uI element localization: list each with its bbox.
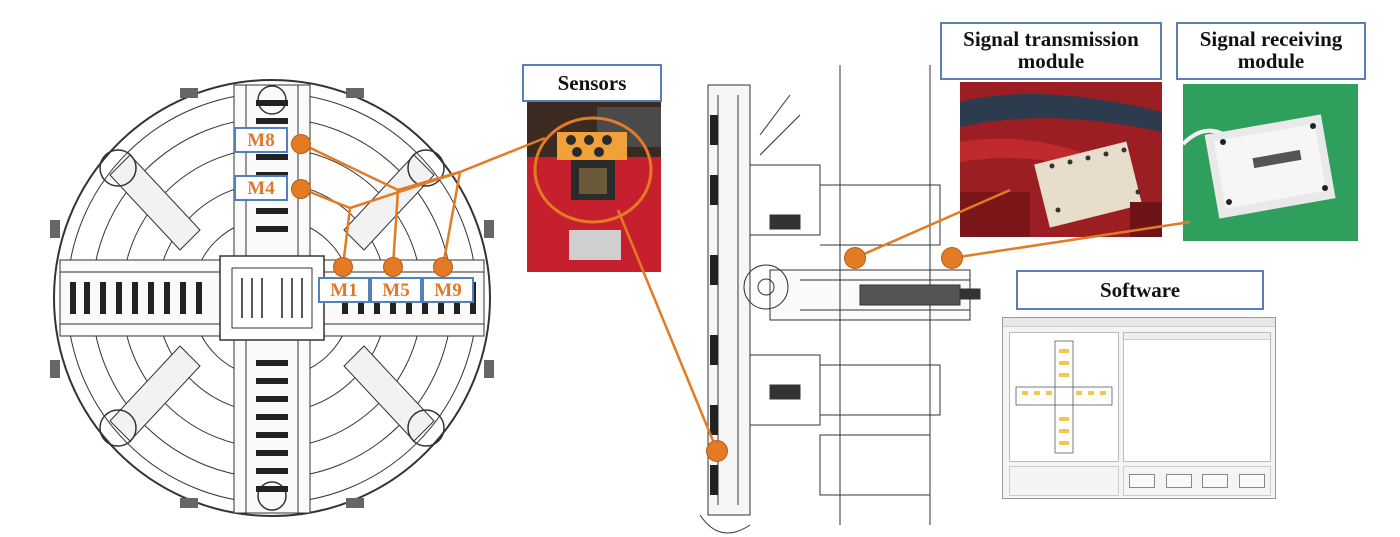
drawing-dot-receiving <box>942 248 962 268</box>
drawing-dot-transmission <box>845 248 865 268</box>
signal-receiving-label: Signal receiving module <box>1176 22 1366 80</box>
software-button-2[interactable] <box>1165 474 1192 488</box>
software-window <box>1002 317 1276 499</box>
sensor-tag-m8: M8 <box>234 127 288 153</box>
signal-receiving-label-line1: Signal receiving <box>1199 27 1343 51</box>
software-label-text: Software <box>1099 278 1181 302</box>
sensor-tag-m4: M4 <box>234 175 288 201</box>
software-button-4[interactable] <box>1238 474 1265 488</box>
sensors-label: Sensors <box>522 64 662 102</box>
software-diagram-panel <box>1009 332 1119 462</box>
signal-transmission-label-line1: Signal transmission <box>963 27 1139 51</box>
cross-section-drawing <box>699 65 981 534</box>
software-bottom-left-panel <box>1009 466 1119 496</box>
signal-transmission-label-line2: module <box>1017 49 1085 74</box>
sensors-label-text: Sensors <box>557 71 627 95</box>
sensor-tag-m1: M1 <box>318 277 370 303</box>
software-button-1[interactable] <box>1129 474 1156 488</box>
drawing-dot-bottom <box>707 441 727 461</box>
sensor-tag-m9: M9 <box>422 277 474 303</box>
sensor-dot-m5 <box>384 258 402 276</box>
sensor-dot-m1 <box>334 258 352 276</box>
sensor-tag-m5: M5 <box>370 277 422 303</box>
sensor-dot-m9 <box>434 258 452 276</box>
software-titlebar <box>1003 318 1275 327</box>
signal-receiving-photo <box>1183 84 1358 241</box>
sensor-dot-m4 <box>292 180 310 198</box>
software-button-3[interactable] <box>1202 474 1229 488</box>
sensor-dot-m8 <box>292 135 310 153</box>
signal-transmission-label: Signal transmission module <box>940 22 1162 80</box>
signal-transmission-photo <box>960 82 1162 237</box>
software-button-row <box>1123 466 1271 496</box>
software-label: Software <box>1016 270 1264 310</box>
sensors-photo <box>527 102 661 272</box>
software-table-panel <box>1123 332 1271 462</box>
signal-receiving-label-line2: module <box>1237 49 1305 74</box>
